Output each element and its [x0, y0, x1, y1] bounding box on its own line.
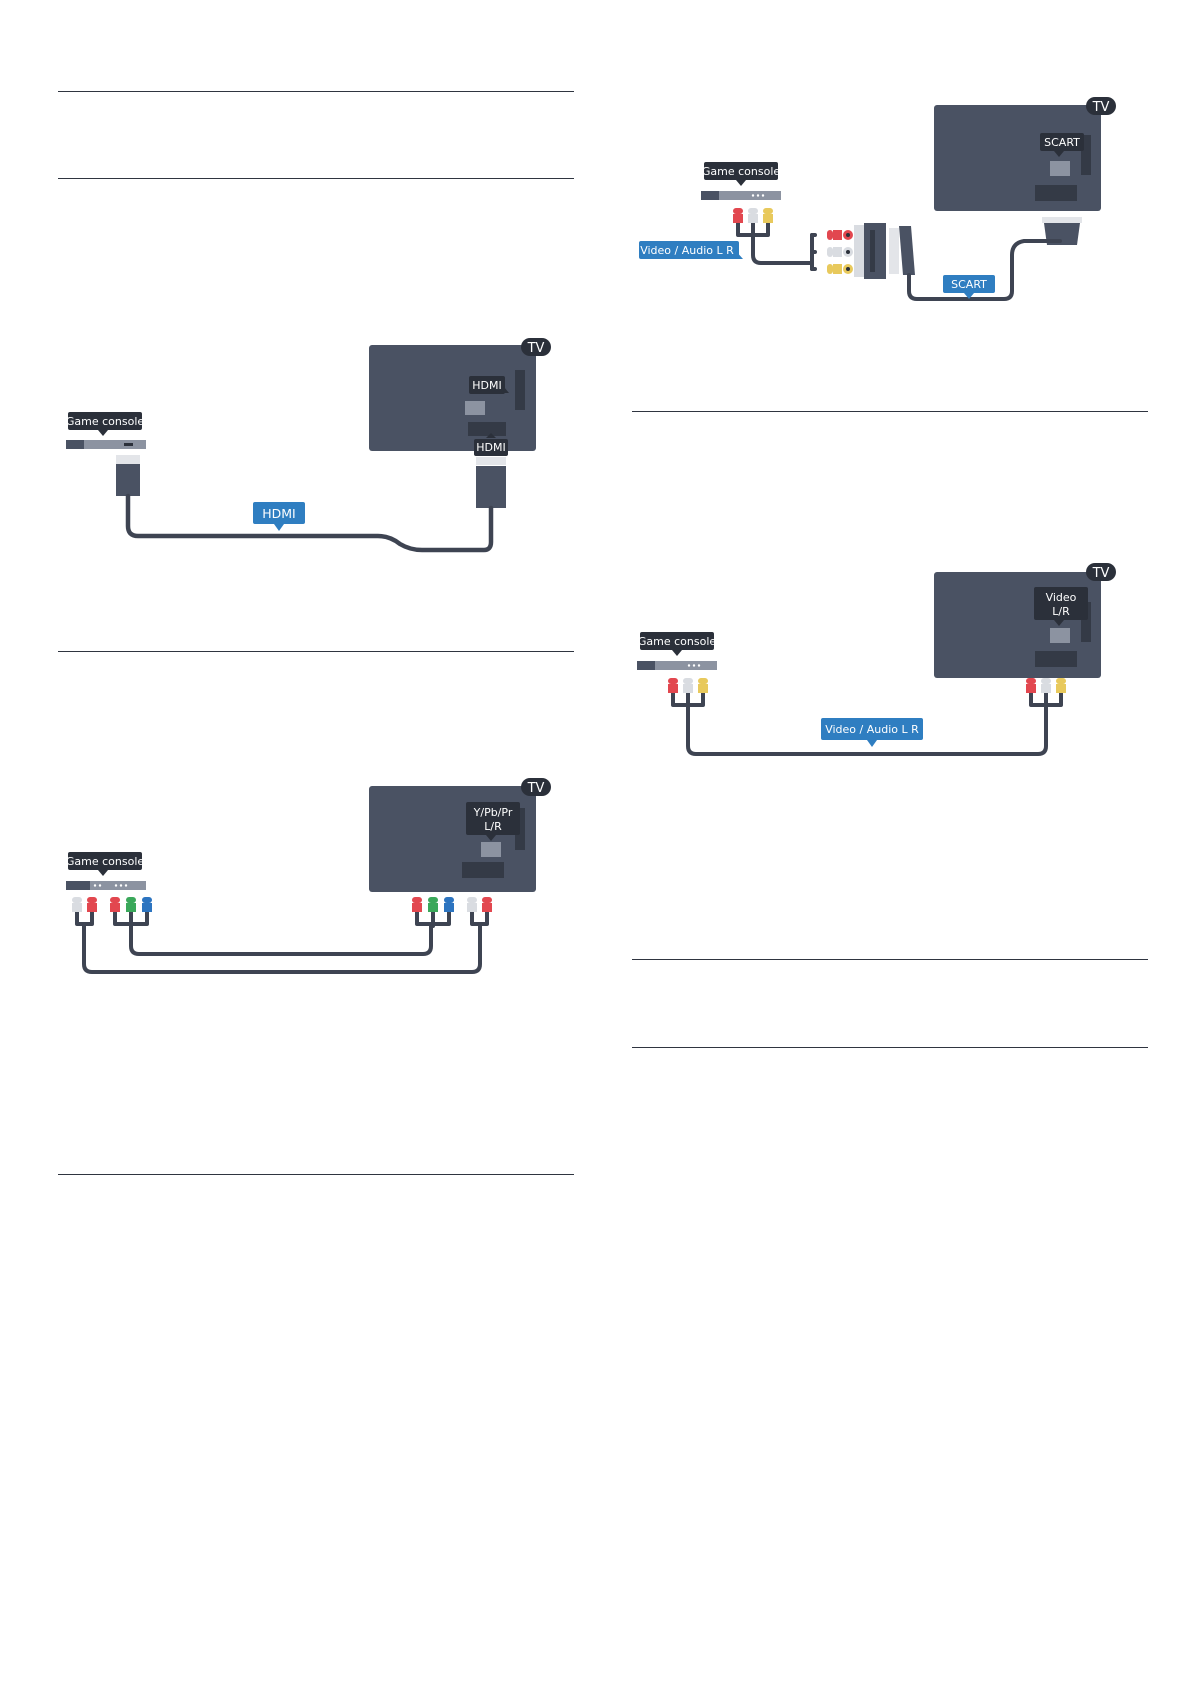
composite-cable [671, 697, 1063, 756]
composite-connection-diagram: TV Video L/R Game console Vide [637, 563, 1116, 756]
svg-text:Game console: Game console [66, 415, 145, 428]
svg-text:TV: TV [1092, 100, 1110, 115]
hdmi-connection-diagram: TV HDMI HDMI Game console HDMI [66, 338, 551, 553]
svg-text:Game console: Game console [66, 855, 145, 868]
section-rule [58, 651, 574, 652]
tv-badge: TV [521, 338, 551, 356]
component-connection-diagram: TV Y/Pb/Pr L/R Game console [66, 778, 551, 974]
svg-text:L/R: L/R [484, 820, 502, 833]
tv-rca-plugs [1026, 678, 1066, 699]
hdmi-cable [125, 493, 494, 553]
svg-text:Video / Audio L R: Video / Audio L R [640, 244, 734, 257]
section-rule [632, 959, 1148, 960]
section-rule [58, 178, 574, 179]
hdmi-plug-console [116, 455, 140, 496]
game-console-label: Game console [66, 852, 145, 876]
tv-badge: TV [1086, 563, 1116, 581]
svg-text:SCART: SCART [951, 278, 987, 291]
hdmi-plug-tv: HDMI [474, 433, 508, 508]
svg-text:TV: TV [527, 781, 545, 796]
tv-badge: TV [1086, 97, 1116, 115]
console-rca-plugs [733, 208, 773, 229]
svg-text:TV: TV [1092, 566, 1110, 581]
tv-composite-port-label: Video L/R [1034, 587, 1088, 626]
scart-cable-label: SCART [943, 275, 995, 299]
tv-unit [369, 345, 536, 451]
scart-adapter [854, 223, 915, 279]
tv-rca-plugs [412, 897, 492, 918]
section-rule [58, 91, 574, 92]
svg-text:Game console: Game console [702, 165, 781, 178]
svg-text:HDMI: HDMI [472, 379, 501, 392]
composite-cable-label: Video / Audio L R [639, 241, 743, 259]
svg-text:Game console: Game console [638, 635, 717, 648]
composite-cable-label: Video / Audio L R [821, 718, 923, 747]
svg-text:TV: TV [527, 341, 545, 356]
tv-scart-port-label: SCART [1040, 133, 1084, 157]
scart-adapter-rca-plugs [827, 230, 853, 274]
console-rca-plugs [668, 678, 708, 699]
game-console-label: Game console [702, 162, 781, 186]
svg-text:Y/Pb/Pr: Y/Pb/Pr [473, 806, 513, 819]
svg-text:Video: Video [1046, 591, 1077, 604]
component-cables [75, 916, 489, 974]
section-rule [58, 1174, 574, 1175]
hdmi-cable-label: HDMI [253, 502, 305, 531]
tv-unit [934, 105, 1101, 211]
svg-text:HDMI: HDMI [262, 506, 296, 521]
scart-cables [736, 227, 1062, 301]
game-console [701, 191, 781, 200]
section-rule [632, 411, 1148, 412]
game-console-label: Game console [638, 632, 717, 656]
tv-unit [369, 786, 536, 892]
svg-text:L/R: L/R [1052, 605, 1070, 618]
game-console [66, 440, 146, 449]
game-console [637, 661, 717, 670]
console-rca-plugs [72, 897, 152, 918]
tv-hdmi-port-label: HDMI [469, 376, 509, 394]
game-console [66, 881, 146, 890]
game-console-label: Game console [66, 412, 145, 436]
svg-text:SCART: SCART [1044, 136, 1080, 149]
scart-connection-diagram: TV SCART Game console Video / Audio L R [639, 97, 1116, 301]
svg-text:Video / Audio L R: Video / Audio L R [825, 723, 919, 736]
section-rule [632, 1047, 1148, 1048]
tv-badge: TV [521, 778, 551, 796]
tv-component-port-label: Y/Pb/Pr L/R [466, 802, 520, 841]
svg-text:HDMI: HDMI [476, 441, 505, 454]
